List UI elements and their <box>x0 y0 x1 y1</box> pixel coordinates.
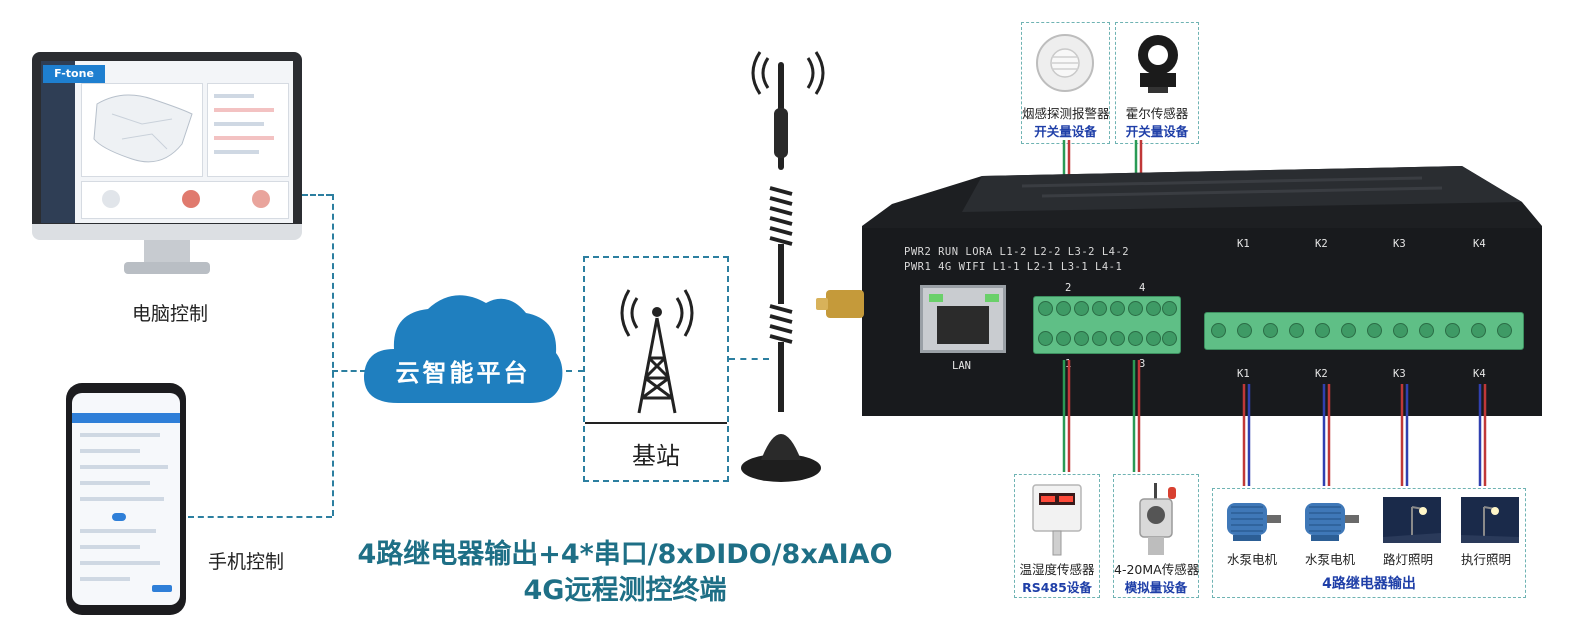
relay-output-item: 执行照明 <box>1460 552 1511 567</box>
port-label-4: 4 <box>1139 282 1146 294</box>
product-title-line1: 4路继电器输出+4*串口/8xDIDO/8xAIAO <box>357 539 893 570</box>
sensor-smoke-detector: 烟感探测报警器 开关量设备 <box>1021 22 1110 144</box>
relay-output-group-label: 4路继电器输出 <box>1322 576 1416 592</box>
port-label-2: 2 <box>1065 282 1072 294</box>
relay-output-item: 路灯照明 <box>1382 552 1433 567</box>
gas-transmitter-icon <box>1139 483 1176 555</box>
relay-top-k1: K1 <box>1237 238 1250 250</box>
sensor-4-20ma: 4-20MA传感器 模拟量设备 <box>1113 474 1199 598</box>
sensor-type: 模拟量设备 <box>1124 580 1188 595</box>
sensor-name: 烟感探测报警器 <box>1022 106 1110 121</box>
base-station-label: 基站 <box>632 442 680 470</box>
relay-bottom-k3: K3 <box>1393 368 1406 380</box>
antenna <box>738 48 838 488</box>
sensor-type: RS485设备 <box>1022 580 1092 595</box>
bottom-wires <box>1062 360 1487 486</box>
phone-screen <box>72 393 180 605</box>
relay-output-group: 水泵电机 水泵电机 路灯照明 执行照明 4路继电器输出 <box>1212 488 1526 598</box>
relay-terminal-block[interactable] <box>1204 312 1524 350</box>
cloud-platform: 云智能平台 <box>358 283 568 410</box>
smoke-detector-icon <box>1036 34 1094 92</box>
temp-humidity-sensor-icon <box>1032 484 1082 556</box>
connector-vertical <box>332 194 334 516</box>
relay-bottom-k4: K4 <box>1473 368 1486 380</box>
pump-motor-icon <box>1227 503 1281 541</box>
sensor-type: 开关量设备 <box>1034 124 1097 139</box>
lan-label: LAN <box>952 360 971 372</box>
led-row-1: PWR2 RUN LORA L1-2 L2-2 L3-2 L4-2 <box>904 246 1130 258</box>
base-station-box: 基站 <box>583 256 729 482</box>
relay-output-item: 水泵电机 <box>1226 552 1277 567</box>
product-title-line2: 4G远程测控终端 <box>523 575 727 606</box>
connector-base-device <box>729 358 769 360</box>
sensor-name: 霍尔传感器 <box>1125 106 1189 121</box>
hall-sensor-icon <box>1138 35 1178 93</box>
relay-top-k4: K4 <box>1473 238 1486 250</box>
mobile-control-label: 手机控制 <box>208 551 285 573</box>
lighting-icon <box>1461 497 1519 543</box>
io-terminal-block[interactable] <box>1033 296 1181 354</box>
cloud-label: 云智能平台 <box>395 359 531 387</box>
relay-bottom-k2: K2 <box>1315 368 1328 380</box>
connector-pc <box>302 194 332 196</box>
connector-phone <box>188 516 332 518</box>
sma-connector <box>826 290 864 318</box>
pc-control-label: 电脑控制 <box>132 303 209 325</box>
sensor-hall: 霍尔传感器 开关量设备 <box>1115 22 1199 144</box>
relay-bottom-k1: K1 <box>1237 368 1250 380</box>
pc-monitor: F-tone <box>32 52 302 277</box>
relay-top-k3: K3 <box>1393 238 1406 250</box>
phone <box>66 383 186 615</box>
relay-output-item: 水泵电机 <box>1304 552 1355 567</box>
street-light-icon <box>1383 497 1441 543</box>
brand-logo: F-tone <box>43 65 105 83</box>
connector-cloud-left <box>332 370 366 372</box>
sensor-type: 开关量设备 <box>1125 124 1189 139</box>
lan-port[interactable] <box>920 285 1006 353</box>
port-label-3: 3 <box>1139 358 1146 370</box>
relay-top-k2: K2 <box>1315 238 1328 250</box>
cloud-icon <box>363 295 563 403</box>
connector-cloud-right <box>566 370 584 372</box>
sensor-name: 4-20MA传感器 <box>1114 562 1200 577</box>
sensor-name: 温湿度传感器 <box>1019 562 1095 577</box>
pc-screen: F-tone <box>41 61 293 223</box>
tower-icon <box>620 289 694 414</box>
pump-motor-icon <box>1305 503 1359 541</box>
led-row-2: PWR1 4G WIFI L1-1 L2-1 L3-1 L4-1 <box>904 261 1123 273</box>
sensor-temp-humidity: 温湿度传感器 RS485设备 <box>1014 474 1100 598</box>
